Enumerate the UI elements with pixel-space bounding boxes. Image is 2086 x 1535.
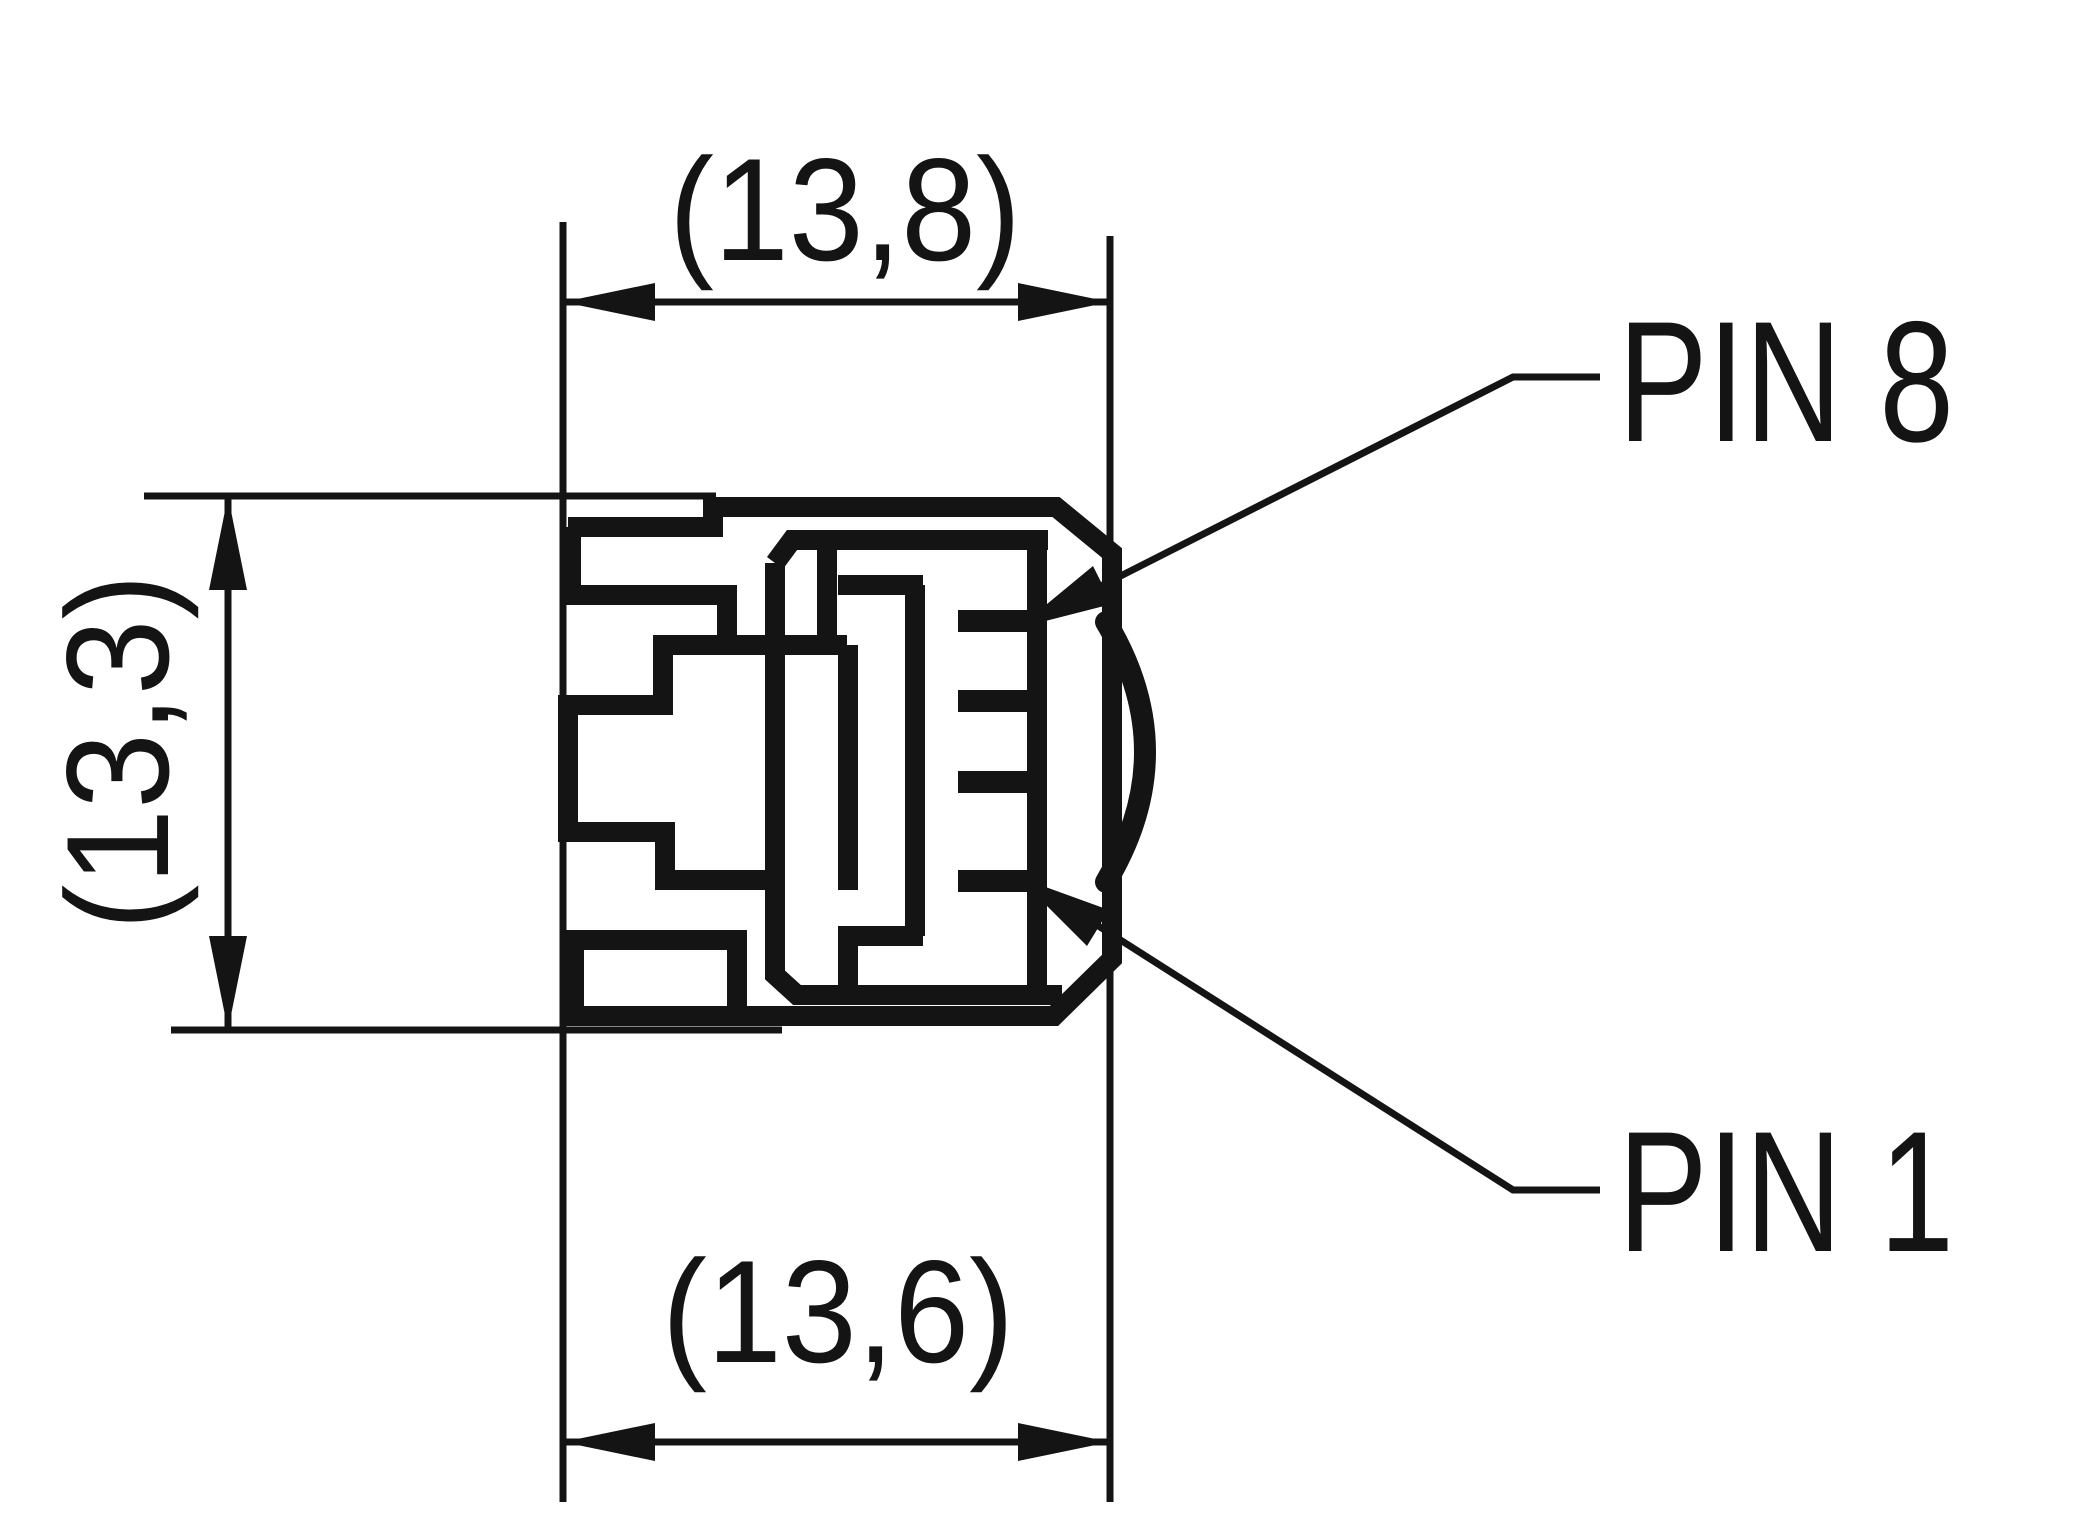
dimension-text-top: (13,8) bbox=[669, 128, 1021, 291]
dimension-text-left: (13,3) bbox=[36, 574, 199, 930]
arrowhead-bottom-left bbox=[563, 1423, 655, 1461]
dimension-text-bottom: (13,6) bbox=[662, 1230, 1014, 1393]
arrowhead-top-left bbox=[563, 283, 655, 321]
leader-line-pin8 bbox=[1018, 373, 1600, 631]
leader-line-pin1 bbox=[1018, 873, 1600, 1194]
extension-lines bbox=[144, 222, 1114, 1502]
dimension-width-bottom: (13,6) bbox=[563, 1230, 1110, 1461]
leader-arrowhead-pin8 bbox=[1018, 566, 1112, 628]
label-pin8: PIN 8 bbox=[1618, 286, 1954, 478]
arrowhead-top-right bbox=[1018, 283, 1110, 321]
connector-body bbox=[558, 497, 1156, 1026]
callout-pin8: PIN 8 bbox=[1018, 286, 1954, 631]
dimension-height-left: (13,3) bbox=[36, 496, 247, 1030]
connector-comb-bottom bbox=[838, 926, 923, 995]
leader-arrowhead-pin1 bbox=[1018, 877, 1109, 946]
arrowhead-bottom-right bbox=[1018, 1423, 1110, 1461]
arrowhead-left-bottom bbox=[209, 936, 247, 1030]
connector-inner-top-line bbox=[766, 530, 1048, 569]
dimension-width-top: (13,8) bbox=[563, 128, 1110, 321]
connector-center-wall bbox=[765, 563, 1062, 1005]
connector-face-bulge-arc bbox=[1095, 611, 1156, 893]
connector-latch-step-upper bbox=[561, 527, 737, 645]
arrowhead-left-top bbox=[209, 496, 247, 590]
label-pin1: PIN 1 bbox=[1618, 1096, 1954, 1288]
callout-pin1: PIN 1 bbox=[1018, 873, 1954, 1288]
connector-bottom-notch bbox=[564, 930, 747, 1014]
connector-latch-step-lower bbox=[558, 635, 847, 890]
connector-outer-outline bbox=[566, 497, 1122, 1026]
